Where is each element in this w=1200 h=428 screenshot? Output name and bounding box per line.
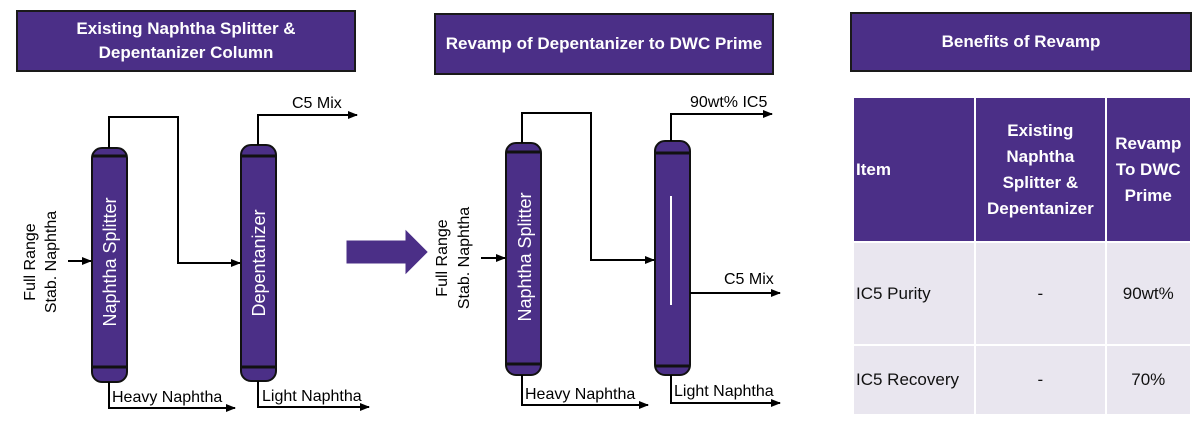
cell-revamp: 90wt% [1106,243,1190,344]
transition-arrow-icon [346,229,428,275]
table-row: IC5 Purity - 90wt% [854,243,1190,344]
light-naphtha-label: Light Naphtha [262,388,362,405]
cell-revamp: 70% [1106,346,1190,414]
c5-mix-label: C5 Mix [292,95,342,112]
dwc-column [654,140,691,376]
heavy-naphtha-line [108,382,236,412]
revamp-naphtha-splitter-column [505,142,542,376]
existing-panel-title: Existing Naphtha Splitter & Depentanizer… [16,10,356,72]
revamp-c5-mix-label: C5 Mix [724,271,774,288]
cell-existing: - [976,346,1105,414]
header-existing: Existing Naphtha Splitter & Depentanizer [976,98,1105,241]
revamp-light-naphtha-label: Light Naphtha [674,383,774,400]
header-revamp: Revamp To DWC Prime [1106,98,1190,241]
revamp-feed-label-line2: Stab. Naphtha [456,207,473,309]
splitter-overhead-line [108,116,241,267]
revamp-heavy-naphtha-label: Heavy Naphtha [525,386,635,403]
revamp-splitter-overhead-line [521,112,655,264]
revamp-naphtha-splitter-label: Naphtha Splitter [515,192,535,321]
cell-item: IC5 Recovery [854,346,975,414]
heavy-naphtha-label: Heavy Naphtha [112,389,222,406]
light-naphtha-line [257,381,370,411]
header-item: Item [854,98,975,241]
c5-mix-line [257,111,358,145]
ic5-top-line [670,110,773,141]
ic5-label: 90wt% IC5 [690,94,767,111]
feed-label-line2: Stab. Naphtha [43,211,60,313]
revamp-panel-title: Revamp of Depentanizer to DWC Prime [434,13,774,75]
cell-existing: - [976,243,1105,344]
benefits-panel-title: Benefits of Revamp [850,12,1192,72]
cell-item: IC5 Purity [854,243,975,344]
process-diagram: Naphtha Splitter Depentanizer Full Range… [22,94,781,412]
revamp-light-naphtha-line [670,375,781,407]
naphtha-splitter-label: Naphtha Splitter [100,197,120,326]
depentanizer-label: Depentanizer [249,209,269,316]
table-row: IC5 Recovery - 70% [854,346,1190,414]
revamp-feed-label-line1: Full Range [434,219,451,296]
table-header-row: Item Existing Naphtha Splitter & Depenta… [854,98,1190,241]
feed-label-line1: Full Range [22,223,39,300]
benefits-table: Item Existing Naphtha Splitter & Depenta… [852,96,1192,416]
revamp-heavy-naphtha-line [521,375,649,409]
